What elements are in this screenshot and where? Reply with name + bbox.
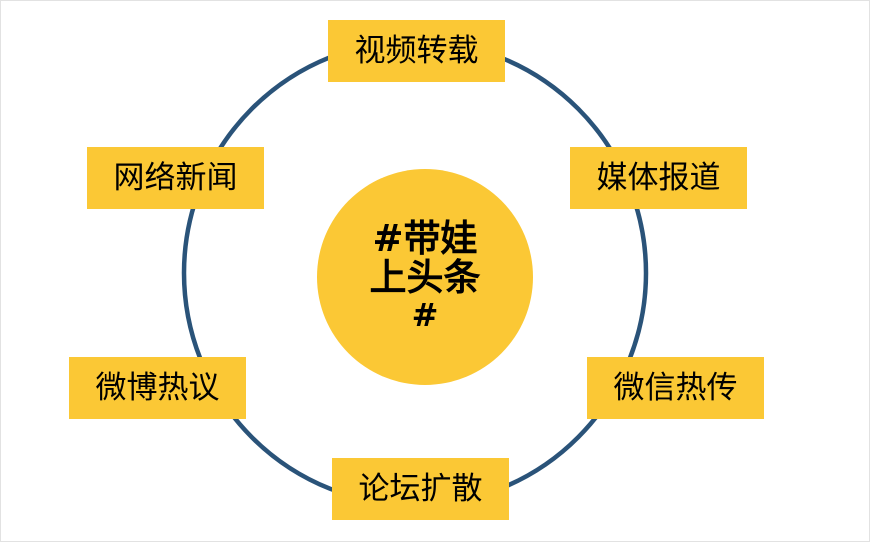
node-online-news[interactable]: 网络新闻 xyxy=(87,147,264,209)
node-label: 微博热议 xyxy=(95,369,220,406)
hub-label-line-3: # xyxy=(411,295,439,334)
node-label: 论坛扩散 xyxy=(358,470,483,507)
hub-circle: #带娃 上头条 # xyxy=(317,169,533,385)
node-video-repost[interactable]: 视频转载 xyxy=(328,20,505,82)
node-label: 视频转载 xyxy=(354,32,479,69)
hub-label-line-2: 上头条 xyxy=(369,255,481,299)
node-weibo-discussion[interactable]: 微博热议 xyxy=(69,357,246,419)
node-label: 网络新闻 xyxy=(113,159,238,196)
node-label: 微信热传 xyxy=(613,369,738,406)
node-forum-spread[interactable]: 论坛扩散 xyxy=(332,458,509,520)
node-wechat-viral[interactable]: 微信热传 xyxy=(587,357,764,419)
node-label: 媒体报道 xyxy=(596,159,721,196)
hub-label-line-1: #带娃 xyxy=(372,217,478,261)
node-media-coverage[interactable]: 媒体报道 xyxy=(570,147,747,209)
